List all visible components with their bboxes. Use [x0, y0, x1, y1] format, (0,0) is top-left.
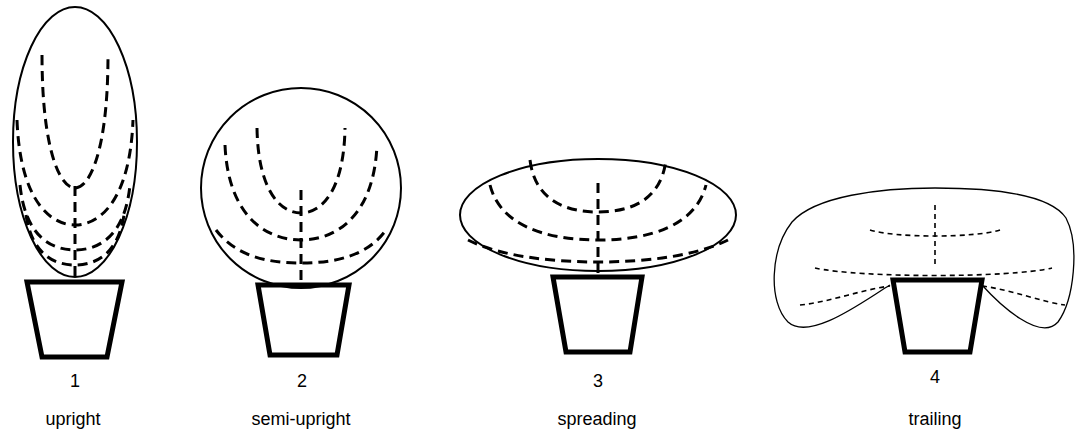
pot: [258, 285, 349, 355]
habit-label: upright: [45, 410, 100, 430]
pot: [553, 277, 642, 352]
pot: [893, 280, 982, 352]
canopy-outline: [774, 188, 1074, 328]
callout-number: 2: [297, 372, 307, 392]
canopy-outline: [13, 7, 137, 277]
branch-lines: [468, 160, 728, 275]
callout-number: 3: [593, 372, 603, 392]
habit-label: semi-upright: [251, 410, 350, 430]
branch-lines: [800, 205, 1065, 305]
habit-label: trailing: [908, 410, 961, 430]
branch-lines: [17, 55, 133, 277]
habit-label: spreading: [557, 410, 636, 430]
callout-number: 1: [70, 372, 80, 392]
callout-number: 4: [930, 368, 940, 388]
branch-lines: [216, 128, 386, 285]
pot: [27, 282, 122, 357]
canopy-outline: [201, 88, 401, 288]
